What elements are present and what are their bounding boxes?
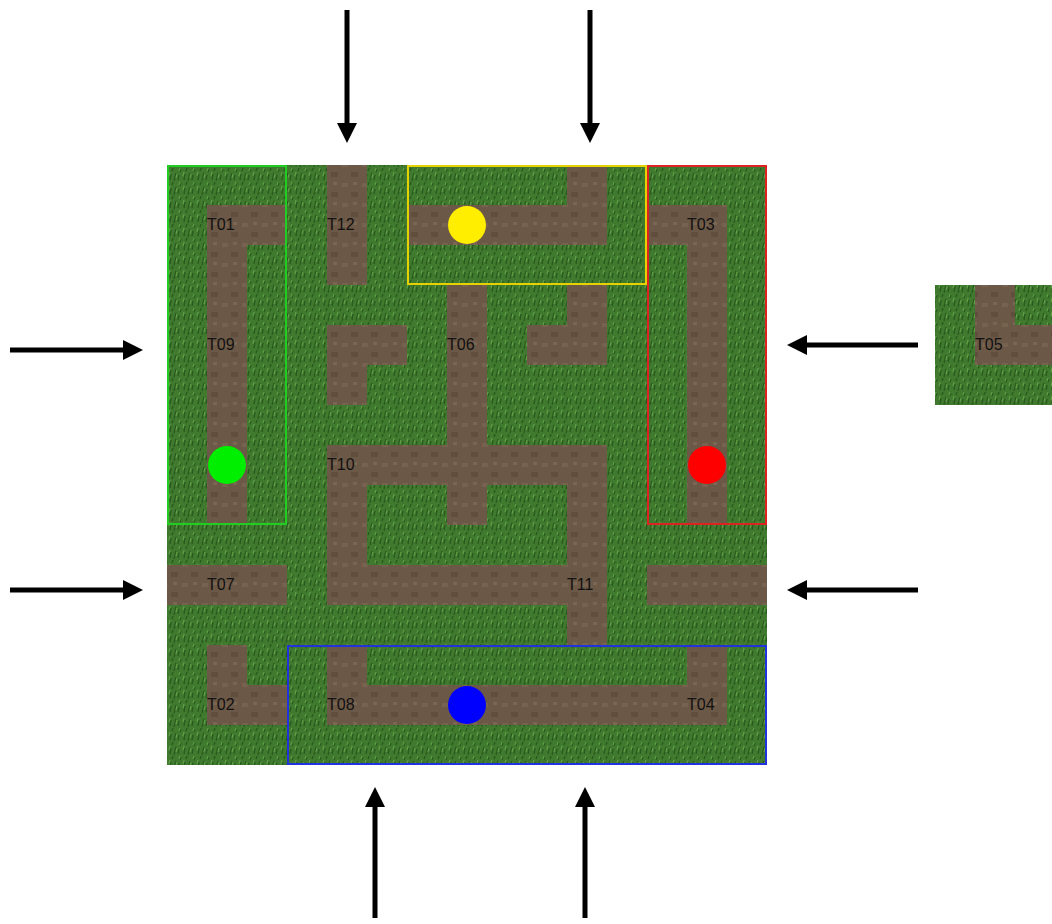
maze-tile: T03 <box>647 165 767 285</box>
tile-label: T10 <box>327 445 355 485</box>
maze-paths <box>167 165 1052 725</box>
blue-token <box>448 686 486 724</box>
tile-label: T11 <box>567 565 593 605</box>
maze-tile: T07 <box>167 525 287 645</box>
green-token <box>208 446 246 484</box>
board-grass <box>167 165 767 765</box>
tile-label: T01 <box>207 205 235 245</box>
tile-label: T02 <box>207 685 235 725</box>
maze-tile: T02 <box>167 645 287 765</box>
player-regions <box>168 166 766 764</box>
tile-label: T05 <box>975 325 1003 365</box>
maze-tile: T05 <box>935 285 1052 405</box>
maze-tile: T09 <box>167 285 287 405</box>
tile-label: T04 <box>687 685 715 725</box>
maze-tile: T11 <box>527 525 647 645</box>
tile-label: T12 <box>327 205 355 245</box>
maze-tile: T10 <box>287 405 407 525</box>
maze-tile: T04 <box>647 645 767 765</box>
maze-tile: T12 <box>287 165 407 285</box>
maze-tile: T08 <box>287 645 407 765</box>
maze-tile: T01 <box>167 165 287 285</box>
maze-tile: T06 <box>407 285 527 405</box>
red-token <box>688 446 726 484</box>
tile-label: T08 <box>327 685 355 725</box>
tile-label: T07 <box>207 565 235 605</box>
tile-label: T06 <box>447 325 475 365</box>
tile-label: T03 <box>687 205 715 245</box>
yellow-token <box>448 206 486 244</box>
tile-label: T09 <box>207 325 235 365</box>
insert-arrows <box>10 10 918 918</box>
